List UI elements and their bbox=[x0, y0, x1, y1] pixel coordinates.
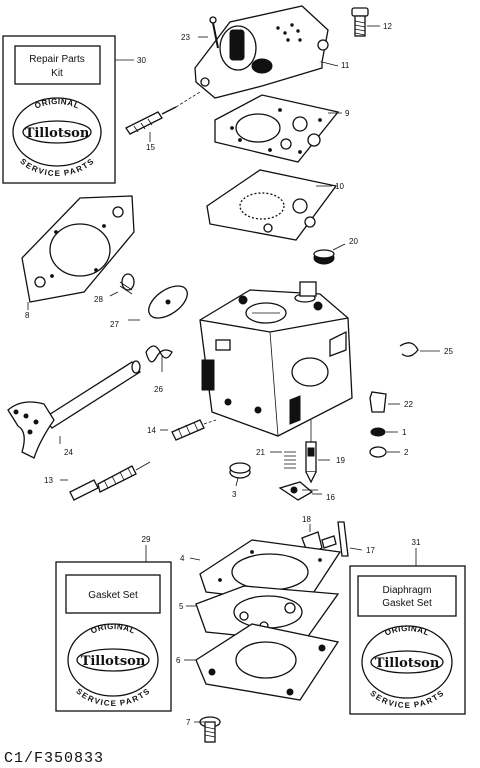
callout-20: 20 bbox=[349, 237, 358, 246]
diaphragm-set-title-line2: Gasket Set bbox=[382, 598, 432, 609]
callout-2: 2 bbox=[404, 448, 409, 457]
callout-1: 1 bbox=[402, 428, 407, 437]
inlet-needle-part-19 bbox=[305, 420, 317, 484]
needle-part-15 bbox=[125, 91, 201, 135]
callout-10: 10 bbox=[335, 182, 344, 191]
throttle-disc-part-27 bbox=[148, 285, 188, 319]
callout-17: 17 bbox=[366, 546, 375, 555]
callout-28: 28 bbox=[94, 295, 103, 304]
throttle-shaft-part-24 bbox=[7, 360, 141, 459]
svg-text:ORIGINAL: ORIGINAL bbox=[383, 624, 430, 638]
disc-part-3 bbox=[229, 462, 251, 479]
pin-part-23 bbox=[209, 16, 219, 49]
gasket-set-title: Gasket Set bbox=[88, 590, 138, 601]
metering-cover-part-11 bbox=[194, 5, 329, 99]
fitting-part-1 bbox=[370, 427, 386, 437]
diaphragm-set-brand: Tillotson bbox=[375, 656, 440, 671]
callout-5: 5 bbox=[179, 602, 184, 611]
callout-7: 7 bbox=[186, 718, 191, 727]
callout-15: 15 bbox=[146, 143, 155, 152]
svg-text:ORIGINAL: ORIGINAL bbox=[89, 622, 136, 636]
pump-cover-part-6 bbox=[195, 623, 340, 701]
callout-16: 16 bbox=[326, 493, 335, 502]
callout-30: 30 bbox=[137, 56, 146, 65]
callout-25: 25 bbox=[444, 347, 453, 356]
callout-9: 9 bbox=[345, 109, 350, 118]
screw-part-7 bbox=[199, 716, 221, 743]
callout-29: 29 bbox=[142, 535, 151, 544]
diaphragm-set-title-line1: Diaphragm bbox=[383, 585, 432, 596]
repair-kit-brand: Tillotson bbox=[25, 126, 90, 141]
screen-part-20 bbox=[313, 249, 335, 265]
flange-gasket-part-8 bbox=[21, 195, 135, 303]
cap-part-22 bbox=[369, 391, 387, 413]
callout-21: 21 bbox=[256, 448, 265, 457]
lever-part-16 bbox=[278, 481, 318, 501]
callout-26: 26 bbox=[154, 385, 163, 394]
callout-12: 12 bbox=[383, 22, 392, 31]
gasket-part-9 bbox=[214, 94, 340, 163]
carburetor-body bbox=[199, 281, 353, 437]
clip-part-25 bbox=[399, 342, 419, 357]
needle-part-14 bbox=[171, 419, 217, 441]
gasket-part-4 bbox=[199, 539, 342, 605]
callout-14: 14 bbox=[147, 426, 156, 435]
callout-31: 31 bbox=[412, 538, 421, 547]
repair-parts-kit-card: Repair Parts Kit ORIGINAL SERVICE PARTS … bbox=[2, 35, 146, 184]
diaphragm-part-10 bbox=[206, 169, 338, 241]
screw-part-12 bbox=[351, 7, 369, 37]
callout-13: 13 bbox=[44, 476, 53, 485]
callout-4: 4 bbox=[180, 554, 185, 563]
callout-27: 27 bbox=[110, 320, 119, 329]
callout-11: 11 bbox=[341, 61, 350, 70]
ring-part-2 bbox=[369, 446, 387, 458]
repair-kit-title-line1: Repair Parts bbox=[29, 54, 85, 65]
gasket-part-5 bbox=[195, 585, 340, 643]
gasket-set-card: Gasket Set ORIGINAL SERVICE PARTS Tillot… bbox=[55, 535, 172, 712]
repair-kit-title-line2: Kit bbox=[51, 68, 63, 79]
repair-kit-original-text: ORIGINAL bbox=[33, 97, 80, 111]
diaphragm-set-original-text: ORIGINAL bbox=[383, 624, 430, 638]
callout-18: 18 bbox=[302, 515, 311, 524]
pin-part-17 bbox=[337, 521, 349, 557]
spring-part-26 bbox=[145, 345, 173, 372]
spring-part-21 bbox=[284, 451, 296, 469]
diagram-reference-number: C1/F350833 bbox=[4, 750, 104, 767]
callout-19: 19 bbox=[336, 456, 345, 465]
callout-6: 6 bbox=[176, 656, 181, 665]
callout-23: 23 bbox=[181, 33, 190, 42]
callout-8: 8 bbox=[25, 311, 30, 320]
callout-24: 24 bbox=[64, 448, 73, 457]
gasket-set-brand: Tillotson bbox=[81, 654, 146, 669]
gasket-set-original-text: ORIGINAL bbox=[89, 622, 136, 636]
callout-3: 3 bbox=[232, 490, 237, 499]
diaphragm-gasket-set-card: Diaphragm Gasket Set ORIGINAL SERVICE PA… bbox=[349, 538, 466, 715]
needle-part-13 bbox=[69, 461, 151, 501]
svg-text:ORIGINAL: ORIGINAL bbox=[33, 97, 81, 111]
callout-22: 22 bbox=[404, 400, 413, 409]
screw-part-28 bbox=[119, 273, 135, 295]
